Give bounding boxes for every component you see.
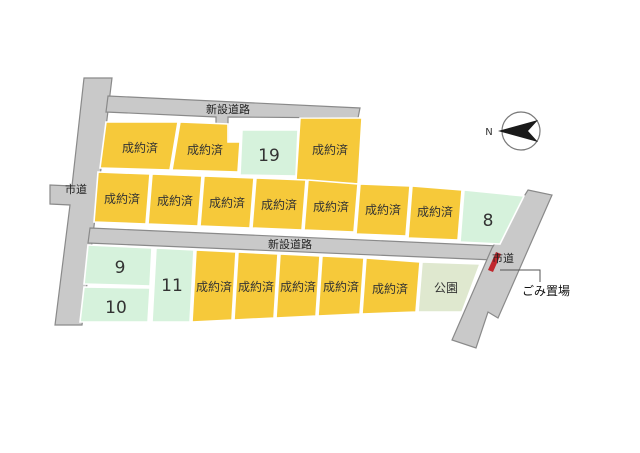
lot-8-label: 8	[483, 211, 494, 231]
lot-top-1-label: 成約済	[122, 140, 158, 155]
lot-mid-3-label: 成約済	[209, 195, 245, 210]
lot-top-2-label: 成約済	[187, 142, 223, 157]
garbage-station-marker	[488, 252, 501, 272]
lot-bottom-1-label: 成約済	[196, 279, 232, 294]
city-road-right-label: 市道	[492, 251, 514, 265]
park-label: 公園	[434, 281, 458, 295]
city-road-left-label: 市道	[65, 182, 87, 196]
lot-19[interactable]: 19	[239, 129, 299, 177]
park: 公園	[417, 261, 482, 313]
lot-mid-5[interactable]: 成約済	[303, 179, 359, 233]
lot-bottom-2[interactable]: 成約済	[233, 251, 279, 321]
lot-mid-1[interactable]: 成約済	[93, 171, 151, 225]
compass: N	[485, 111, 541, 151]
lot-bottom-4-label: 成約済	[323, 279, 359, 294]
lot-top-4-label: 成約済	[312, 142, 348, 157]
lot-mid-5-label: 成約済	[313, 199, 349, 214]
lot-11[interactable]: 11	[151, 247, 195, 323]
north-arrow-icon	[498, 120, 538, 142]
north-label: N	[485, 127, 492, 138]
lot-19-label: 19	[258, 146, 280, 166]
lot-bottom-3[interactable]: 成約済	[275, 253, 321, 319]
lot-bottom-1[interactable]: 成約済	[191, 249, 237, 323]
garbage-leader-line	[500, 269, 541, 282]
lot-11-label: 11	[161, 276, 183, 296]
lot-bottom-5-label: 成約済	[372, 281, 408, 296]
lot-9-label: 9	[115, 258, 126, 278]
lot-top-1[interactable]: 成約済	[99, 121, 179, 171]
lot-10-label: 10	[105, 298, 127, 318]
lot-mid-4[interactable]: 成約済	[251, 177, 307, 231]
lot-mid-2[interactable]: 成約済	[147, 173, 203, 227]
lot-bottom-5[interactable]: 成約済	[361, 257, 421, 315]
lot-mid-3[interactable]: 成約済	[199, 175, 255, 229]
lot-top-4[interactable]: 成約済	[295, 117, 363, 185]
lot-bottom-3-label: 成約済	[280, 279, 316, 294]
lot-top-2[interactable]: 成約済	[171, 121, 241, 173]
lot-mid-7[interactable]: 成約済	[407, 185, 463, 241]
lot-10[interactable]: 10	[79, 286, 151, 323]
lot-mid-2-label: 成約済	[157, 193, 193, 208]
lot-mid-1-label: 成約済	[104, 191, 140, 206]
lot-mid-6-label: 成約済	[365, 202, 401, 217]
lot-mid-6[interactable]: 成約済	[355, 183, 411, 237]
new-road-top-label: 新設道路	[206, 102, 250, 116]
lot-mid-4-label: 成約済	[261, 197, 297, 212]
garbage-label: ごみ置場	[522, 283, 570, 298]
lot-bottom-4[interactable]: 成約済	[317, 255, 365, 317]
city-road-right	[451, 189, 553, 349]
lot-mid-7-label: 成約済	[417, 204, 453, 219]
lot-bottom-2-label: 成約済	[238, 279, 274, 294]
new-road-middle-label: 新設道路	[268, 237, 312, 251]
lot-8[interactable]: 8	[459, 189, 526, 245]
lot-9[interactable]: 9	[83, 244, 153, 287]
